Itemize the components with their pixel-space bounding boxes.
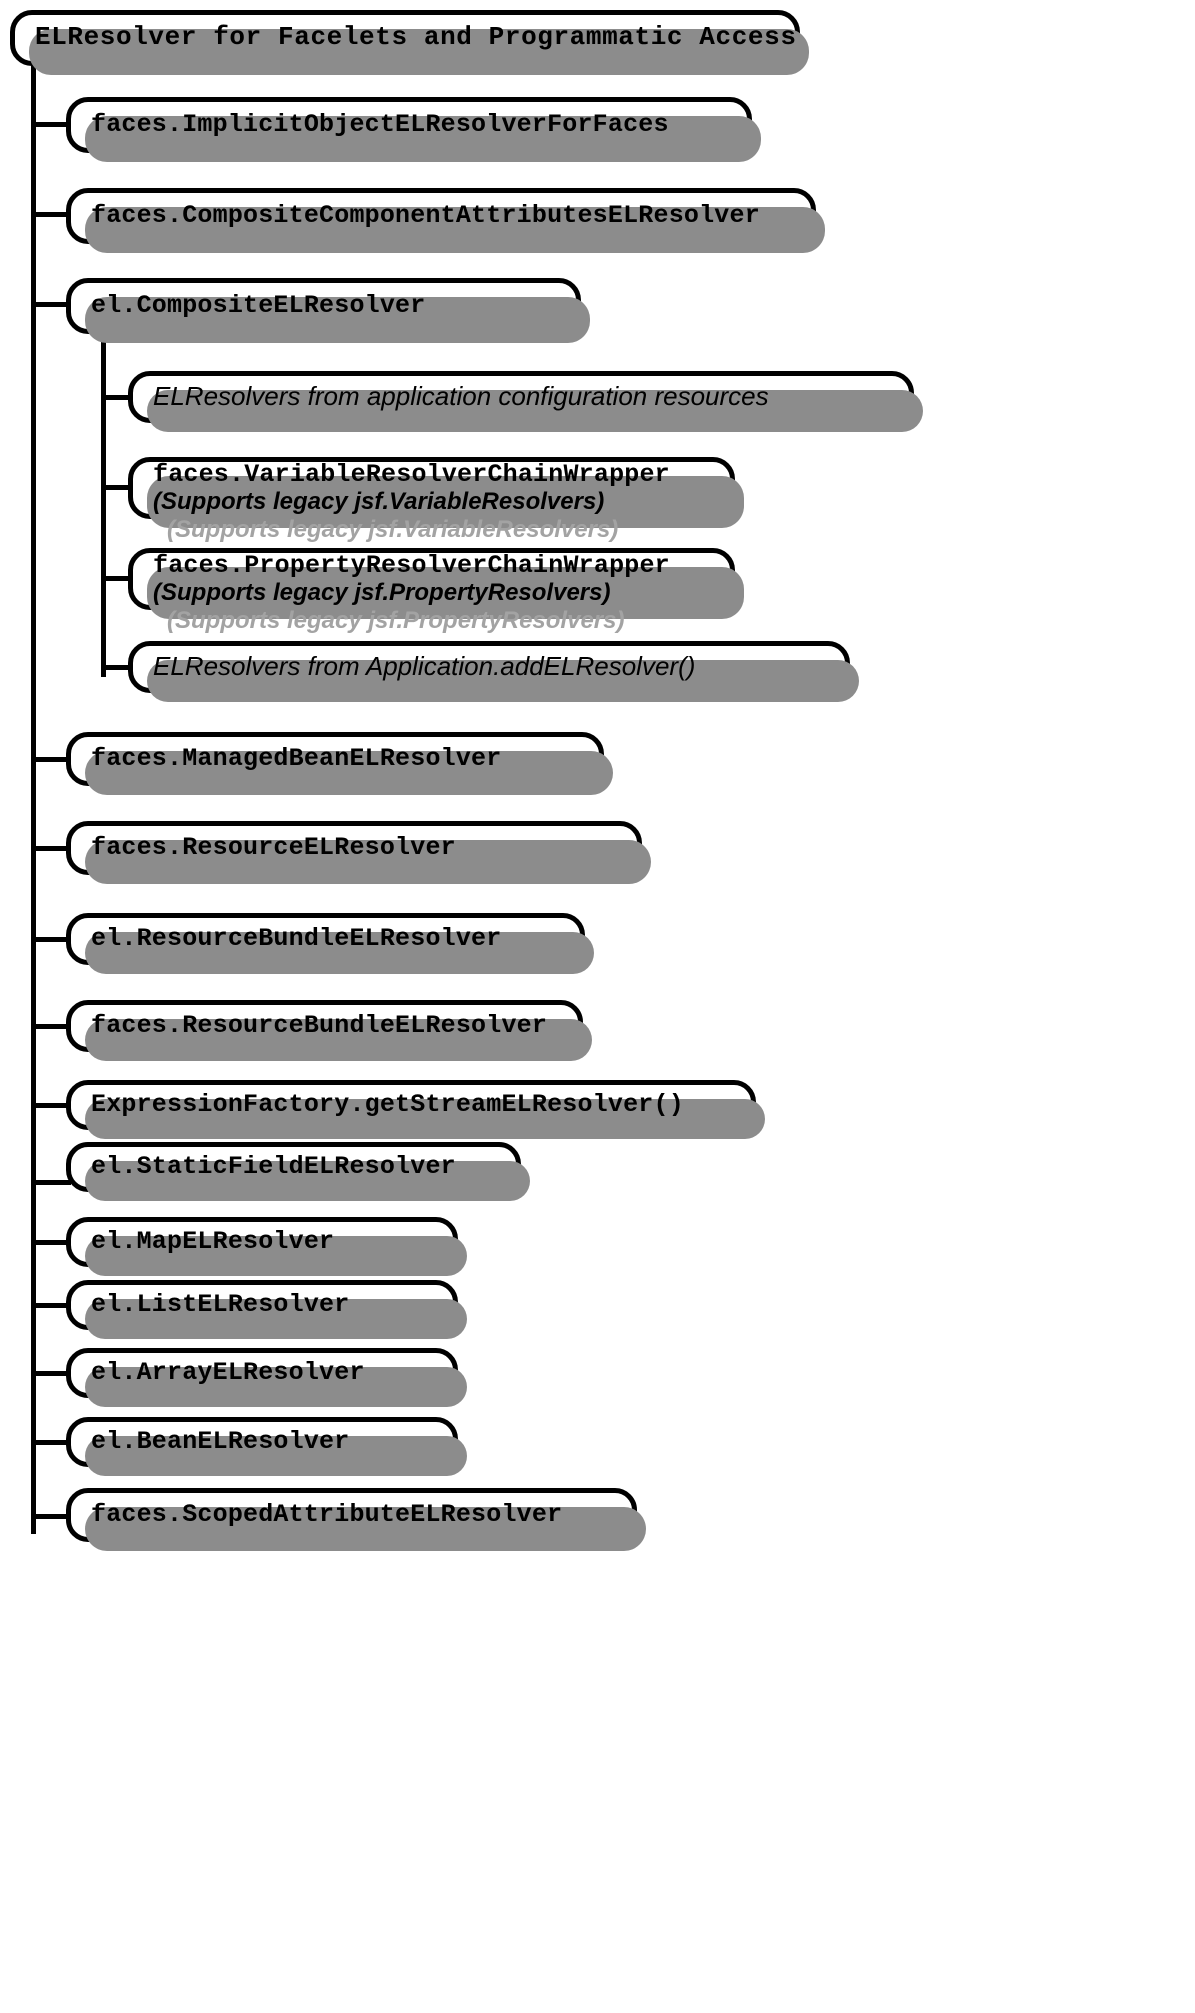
stub-faces-resource-bundle (31, 1024, 71, 1029)
trunk-composite-children (101, 332, 106, 677)
stub-stream-el-resolver (31, 1103, 71, 1108)
stub-from-add-el-resolver (101, 665, 135, 670)
node-label: el.MapELResolver (91, 1227, 335, 1256)
node-implicit-object: faces.ImplicitObjectELResolverForFaces (66, 97, 761, 162)
box-shadow (85, 1019, 592, 1061)
box-shadow (85, 207, 825, 253)
box-shadow (85, 1299, 467, 1339)
node-faces-resource: faces.ResourceELResolver (66, 821, 651, 884)
node-label: el.ListELResolver (91, 1290, 350, 1319)
node-label: el.ResourceBundleELResolver (91, 924, 502, 953)
node-label: faces.ResourceELResolver (91, 833, 456, 862)
node-root-title: ELResolver for Facelets and Programmatic… (10, 10, 809, 75)
box-shadow (147, 660, 859, 702)
box-shadow (85, 932, 594, 974)
node-variable-resolver-chain-wrapper: faces.VariableResolverChainWrapper (Supp… (128, 457, 744, 543)
node-label: faces.ImplicitObjectELResolverForFaces (91, 110, 669, 139)
node-label: ELResolver for Facelets and Programmatic… (35, 22, 797, 53)
node-faces-resource-bundle: faces.ResourceBundleELResolver (66, 1000, 592, 1061)
node-label: el.CompositeELResolver (91, 291, 426, 320)
stub-composite-component-attributes (31, 212, 71, 217)
stub-list (31, 1303, 71, 1308)
node-label: faces.PropertyResolverChainWrapper (153, 550, 670, 580)
box-shadow (85, 1099, 765, 1139)
node-bean: el.BeanELResolver (66, 1417, 467, 1476)
node-label: ELResolvers from Application.addELResolv… (153, 651, 696, 682)
box-shadow (85, 116, 761, 162)
stub-static-field (31, 1180, 71, 1185)
box-shadow (85, 297, 590, 343)
node-array: el.ArrayELResolver (66, 1348, 467, 1407)
node-from-add-el-resolver: ELResolvers from Application.addELResolv… (128, 641, 859, 702)
node-stream-el-resolver: ExpressionFactory.getStreamELResolver() (66, 1080, 765, 1139)
box-shadow (147, 476, 744, 528)
stub-managed-bean (31, 757, 71, 762)
box-shadow (85, 751, 613, 795)
node-sublabel: (Supports legacy jsf.PropertyResolvers) (153, 578, 611, 606)
node-label: faces.VariableResolverChainWrapper (153, 459, 670, 489)
node-from-app-config: ELResolvers from application configurati… (128, 371, 923, 432)
stub-composite-el-resolver (31, 302, 71, 307)
stub-map (31, 1240, 71, 1245)
node-property-resolver-chain-wrapper: faces.PropertyResolverChainWrapper (Supp… (128, 548, 744, 634)
node-composite-component-attributes: faces.CompositeComponentAttributesELReso… (66, 188, 825, 253)
node-composite-el-resolver: el.CompositeELResolver (66, 278, 590, 343)
node-scoped-attribute: faces.ScopedAttributeELResolver (66, 1488, 646, 1551)
box-shadow (29, 29, 809, 75)
node-label: ELResolvers from application configurati… (153, 381, 769, 412)
box-shadow (85, 840, 651, 884)
node-label: el.BeanELResolver (91, 1427, 350, 1456)
node-label: faces.ScopedAttributeELResolver (91, 1500, 563, 1529)
node-label: ExpressionFactory.getStreamELResolver() (91, 1090, 684, 1119)
node-static-field: el.StaticFieldELResolver (66, 1142, 530, 1201)
trunk-main (31, 64, 36, 1534)
stub-faces-resource (31, 846, 71, 851)
stub-array (31, 1371, 71, 1376)
stub-implicit-object (31, 122, 71, 127)
stub-variable-resolver-chain-wrapper (101, 485, 135, 490)
node-label: el.StaticFieldELResolver (91, 1152, 456, 1181)
node-label: faces.CompositeComponentAttributesELReso… (91, 201, 760, 230)
node-map: el.MapELResolver (66, 1217, 467, 1276)
stub-el-resource-bundle (31, 937, 71, 942)
node-managed-bean: faces.ManagedBeanELResolver (66, 732, 613, 795)
box-shadow (85, 1236, 467, 1276)
stub-property-resolver-chain-wrapper (101, 576, 135, 581)
box-shadow (147, 390, 923, 432)
stub-bean (31, 1440, 71, 1445)
stub-scoped-attribute (31, 1514, 71, 1519)
node-label: el.ArrayELResolver (91, 1358, 365, 1387)
node-sublabel: (Supports legacy jsf.VariableResolvers) (153, 487, 605, 515)
box-shadow (85, 1161, 530, 1201)
node-el-resource-bundle: el.ResourceBundleELResolver (66, 913, 594, 974)
node-label: faces.ResourceBundleELResolver (91, 1011, 548, 1040)
box-shadow (85, 1367, 467, 1407)
box-shadow (147, 567, 744, 619)
box-shadow (85, 1507, 646, 1551)
node-label: faces.ManagedBeanELResolver (91, 744, 502, 773)
stub-from-app-config (101, 395, 135, 400)
node-list: el.ListELResolver (66, 1280, 467, 1339)
box-shadow (85, 1436, 467, 1476)
